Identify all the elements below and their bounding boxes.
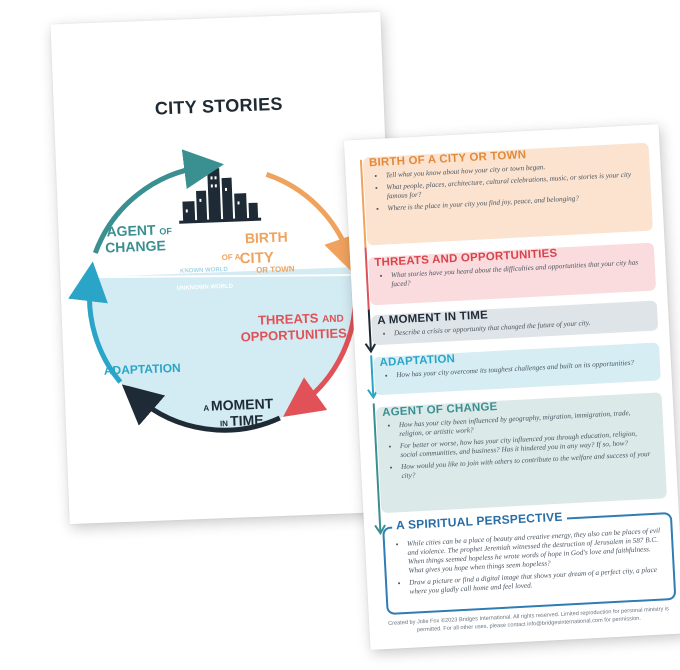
svg-text:OPPORTUNITIES: OPPORTUNITIES [240,325,347,344]
section-threats: THREATS AND OPPORTUNITIES What stories h… [368,242,657,306]
city-stories-diagram-card: CITY STORIES [50,11,400,525]
section-adaptation: ADAPTATION How has your city overcome it… [373,342,661,396]
birth-label-3: CITY [239,249,274,267]
section-title: A SPIRITUAL PERSPECTIVE [391,509,567,533]
worksheet-card: BIRTH OF A CITY OR TOWN Tell what you kn… [343,124,680,650]
moment-label-2: MOMENT [211,395,274,413]
adaptation-arc [68,261,123,384]
adaptation-label: ADAPTATION [104,361,181,378]
horizon-line [89,274,356,279]
svg-text:ADAPTATION: ADAPTATION [104,361,181,378]
moment-label-4: TIME [230,412,264,429]
svg-text:OF A: OF A [221,252,240,262]
svg-text:CHANGE: CHANGE [105,237,166,255]
moment-arc [121,384,281,433]
worksheet-flow-rail [359,159,386,536]
svg-text:CITY: CITY [239,249,274,267]
agent-label-3: CHANGE [105,237,166,255]
svg-text:IN TIME: IN TIME [220,412,264,430]
section-agent: AGENT OF CHANGE How has your city been i… [375,392,668,514]
agent-label-2: OF [159,226,172,236]
birth-label-4: OR TOWN [256,264,295,274]
birth-label-2: OF A [221,252,240,262]
moment-label-3: IN [220,419,229,428]
birth-label-1: BIRTH [245,229,288,247]
threats-label-1: THREATS [258,310,319,327]
threats-label-3: OPPORTUNITIES [240,325,347,344]
svg-text:A MOMENT: A MOMENT [203,395,274,414]
section-birth: BIRTH OF A CITY OR TOWN Tell what you kn… [362,142,654,246]
cycle-diagram: BIRTH OF A CITY OR TOWN AGENT OF CHANGE … [68,149,363,437]
unknown-world-label: UNKNOWN WORLD [177,284,234,292]
svg-text:KNOWN WORLD: KNOWN WORLD [180,267,229,275]
section-moment: A MOMENT IN TIME Describe a crisis or op… [371,300,659,346]
svg-text:OR TOWN: OR TOWN [256,264,295,274]
svg-text:BIRTH: BIRTH [245,229,288,247]
svg-text:UNKNOWN WORLD: UNKNOWN WORLD [177,284,234,292]
agent-arc [92,149,224,254]
known-world-label: KNOWN WORLD [180,267,229,275]
threats-label-2: AND [322,313,344,325]
agent-label-1: AGENT [106,222,156,240]
svg-text:AGENT OF: AGENT OF [106,221,172,240]
section-spiritual: A SPIRITUAL PERSPECTIVE While cities can… [382,509,677,615]
moment-label-1: A [203,404,209,413]
svg-text:THREATS AND: THREATS AND [258,309,344,327]
city-skyline-icon [179,168,262,224]
birth-arc [265,171,363,277]
